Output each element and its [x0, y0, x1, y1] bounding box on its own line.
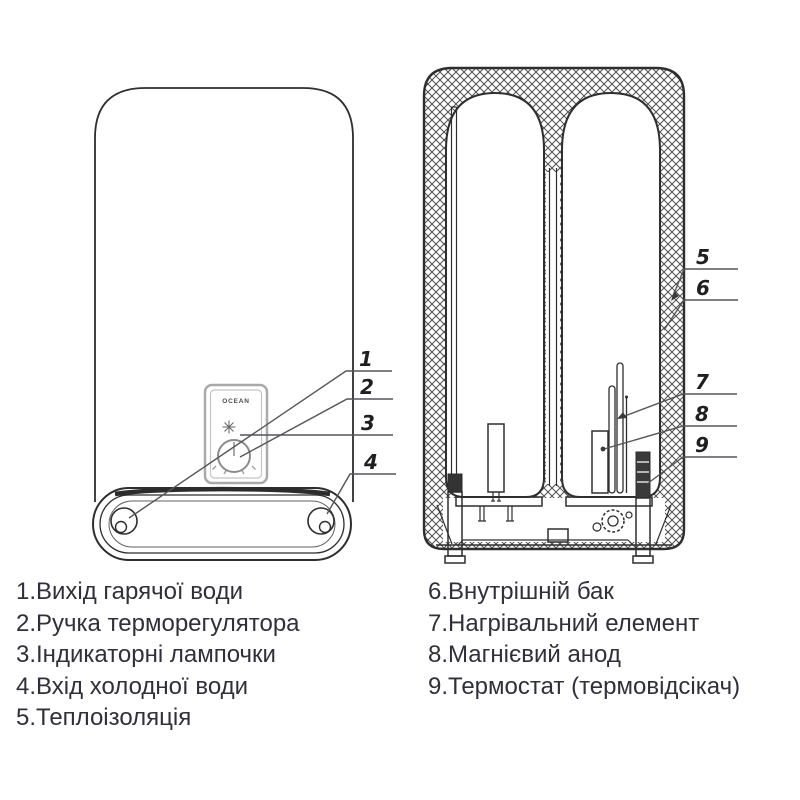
legend-label: Вихід гарячої води	[36, 578, 243, 605]
legend-left-column: 1.Вихід гарячої води 2.Ручка терморегуля…	[16, 576, 300, 734]
legend-item-7: 7.Нагрівальний елемент	[428, 608, 740, 640]
callout-number-7: 7	[695, 370, 709, 394]
callout-number-4: 4	[363, 450, 378, 474]
front-view-callouts: 1 2 3 4	[128, 347, 396, 519]
hot-water-outlet	[110, 507, 138, 535]
legend-num: 6.	[428, 578, 449, 605]
legend-num: 5.	[16, 704, 37, 731]
legend-item-2: 2.Ручка терморегулятора	[16, 608, 300, 640]
legend-item-1: 1.Вихід гарячої води	[16, 576, 300, 608]
cross-section-callouts: 5 6 7 8 9	[600, 245, 738, 485]
thermostat-assembly	[592, 509, 633, 533]
indicator-lamps-icon	[222, 420, 236, 434]
legend-label: Магнієвий анод	[448, 641, 621, 668]
control-panel: OCEAN	[203, 383, 269, 485]
arrowhead-7	[617, 412, 627, 419]
legend-num: 3.	[16, 641, 37, 668]
cold-water-inlet	[307, 507, 335, 535]
heating-element-rods	[608, 362, 628, 494]
legend-item-3: 3.Індикаторні лампочки	[16, 639, 300, 671]
leader-line-1	[128, 370, 392, 519]
legend-num: 9.	[428, 672, 449, 700]
left-pipe-fitting	[444, 473, 466, 564]
leader-line-8	[603, 425, 737, 450]
legend-item-8: 8.Магнієвий анод	[428, 639, 740, 671]
heater-base	[92, 486, 352, 561]
heater-body-outline	[94, 87, 354, 502]
legend-num: 4.	[16, 672, 37, 700]
legend-num: 7.	[428, 609, 449, 637]
legend-item-6: 6.Внутрішній бак	[428, 576, 740, 608]
legend-item-9: 9.Термостат (термовідсікач)	[428, 671, 740, 703]
magnesium-anode-plate	[591, 430, 609, 494]
legend-right-column: 6.Внутрішній бак 7.Нагрівальний елемент …	[428, 576, 740, 702]
callout-number-3: 3	[361, 411, 375, 435]
legend-label: Теплоізоляція	[36, 704, 192, 731]
brand-label: OCEAN	[222, 398, 249, 405]
cross-section-diagram: 5 6 7 8 9	[422, 66, 738, 564]
leader-line-2	[239, 398, 393, 458]
leader-line-9	[646, 456, 737, 485]
front-view-diagram: OCEAN 1 2 3 4	[92, 87, 396, 561]
legend-num: 8.	[428, 641, 449, 668]
thermostat-knob	[212, 439, 256, 475]
legend-label: Індикаторні лампочки	[36, 641, 276, 668]
leader-line-4	[326, 473, 396, 515]
leader-line-7	[621, 393, 737, 418]
right-pipe-fitting-thermostat-pocket	[632, 451, 654, 564]
callout-number-2: 2	[360, 375, 374, 399]
leader-line-5	[672, 268, 738, 297]
legend-label: Нагрівальний елемент	[448, 609, 700, 637]
callout-number-9: 9	[695, 433, 709, 457]
legend-item-5: 5.Теплоізоляція	[16, 702, 300, 734]
legend-num: 1.	[16, 578, 37, 605]
legend-label: Вхід холодної води	[36, 672, 249, 700]
cable-entry	[547, 528, 569, 543]
water-heater-diagram: OCEAN 1 2 3 4	[92, 66, 738, 564]
arrowhead-5	[671, 291, 679, 301]
legend-item-4: 4.Вхід холодної води	[16, 671, 300, 703]
legend-label: Термостат (термовідсікач)	[448, 672, 741, 700]
legend-label: Внутрішній бак	[448, 578, 614, 605]
pointer-dot-8	[600, 446, 606, 452]
legend-label: Ручка терморегулятора	[36, 609, 300, 637]
outlet-pipe	[450, 106, 458, 489]
tank-divider	[546, 168, 560, 486]
legend-num: 2.	[16, 609, 37, 637]
callout-number-6: 6	[696, 276, 710, 300]
leader-line-6	[663, 299, 738, 331]
callout-number-5: 5	[696, 245, 710, 269]
callout-number-1: 1	[359, 347, 373, 371]
callout-number-8: 8	[695, 402, 709, 426]
